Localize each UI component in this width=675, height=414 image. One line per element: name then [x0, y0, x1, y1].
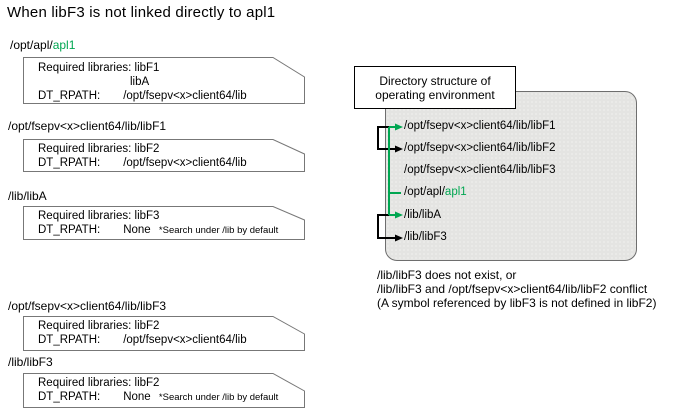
note-body-client-libF3: Required libraries: libF2 DT_RPATH: /opt… — [23, 316, 305, 351]
note-box-apl1: Required libraries: libF1 libA DT_RPATH:… — [23, 57, 305, 104]
rpath-label: DT_RPATH: — [38, 224, 101, 236]
rpath-line: DT_RPATH: None *Search under /lib by def… — [38, 390, 305, 405]
required-value-1: libF2 — [134, 143, 160, 155]
tree-row-apl1-name: apl1 — [444, 186, 467, 198]
rpath-value: /opt/fsepv<x>client64/lib — [123, 90, 247, 102]
rpath-label: DT_RPATH: — [38, 90, 101, 102]
rpath-label: DT_RPATH: — [38, 157, 101, 169]
note-body-libF1: Required libraries: libF2 DT_RPATH: /opt… — [23, 139, 305, 172]
note-body-apl1: Required libraries: libF1 libA DT_RPATH:… — [23, 57, 305, 104]
arrow-libF1-to-libF2 — [377, 126, 403, 153]
note-body-libA: Required libraries: libF3 DT_RPATH: None… — [23, 206, 305, 240]
rpath-note: *Search under /lib by default — [158, 225, 279, 236]
required-value-1: libF2 — [134, 320, 160, 332]
callout-line1: Directory structure of — [379, 74, 491, 88]
note-box-libA: Required libraries: libF3 DT_RPATH: None… — [23, 206, 305, 240]
required-value-2: libA — [130, 76, 150, 88]
required-line: Required libraries: libF2 — [38, 319, 305, 333]
note-box-lib-libF3: Required libraries: libF2 DT_RPATH: None… — [23, 373, 305, 408]
rpath-note: *Search under /lib by default — [158, 392, 279, 403]
required-value-1: libF3 — [134, 210, 160, 222]
note-body-lib-libF3: Required libraries: libF2 DT_RPATH: None… — [23, 373, 305, 408]
footnote-line2: /lib/libF3 and /opt/fsepv<x>client64/lib… — [377, 282, 648, 296]
required-line-2: libA — [38, 75, 305, 89]
required-label: Required libraries: — [38, 210, 132, 222]
heading-libA: /lib/libA — [8, 189, 47, 203]
rpath-value: None — [123, 391, 151, 403]
required-label: Required libraries: — [38, 143, 132, 155]
note-shape — [23, 316, 305, 351]
tree-row-libF2: /opt/fsepv<x>client64/lib/libF2 — [404, 142, 556, 154]
required-line: Required libraries: libF2 — [38, 376, 305, 390]
rpath-value: None — [123, 224, 151, 236]
tree-row-libF3: /opt/fsepv<x>client64/lib/libF3 — [404, 164, 556, 176]
note-shape — [23, 139, 305, 172]
required-value-1: libF2 — [134, 377, 160, 389]
rpath-label: DT_RPATH: — [38, 334, 101, 346]
required-label: Required libraries: — [38, 320, 132, 332]
tree-row-libF1: /opt/fsepv<x>client64/lib/libF1 — [404, 120, 556, 132]
arrow-apl1-links — [388, 123, 403, 219]
tree-row-lib-libF3: /lib/libF3 — [404, 231, 447, 243]
heading-libF1: /opt/fsepv<x>client64/lib/libF1 — [8, 119, 167, 133]
tree-row-libA: /lib/libA — [404, 209, 442, 221]
callout-line2: operating environment — [375, 88, 495, 102]
tree-row-apl1: /opt/apl/apl1 — [404, 186, 467, 198]
required-line: Required libraries: libF2 — [38, 142, 305, 156]
note-shape — [23, 373, 305, 408]
tree-row-apl1-prefix: /opt/apl/ — [404, 186, 445, 198]
directory-structure-callout: Directory structure of operating environ… — [354, 66, 516, 109]
environment-panel — [385, 91, 637, 261]
rpath-line: DT_RPATH: None *Search under /lib by def… — [38, 223, 305, 238]
required-label: Required libraries: — [38, 62, 132, 74]
dependency-arrows-graphic — [377, 123, 403, 242]
heading-client-libF3: /opt/fsepv<x>client64/lib/libF3 — [8, 299, 167, 313]
required-label: Required libraries: — [38, 377, 132, 389]
rpath-line: DT_RPATH: /opt/fsepv<x>client64/lib — [38, 89, 305, 103]
page-title: When libF3 is not linked directly to apl… — [7, 4, 276, 21]
rpath-value: /opt/fsepv<x>client64/lib — [123, 157, 247, 169]
note-shape — [23, 206, 305, 240]
required-line: Required libraries: libF1 — [38, 61, 305, 75]
heading-apl1: /opt/apl/apl1 — [10, 38, 75, 52]
note-shape — [23, 57, 305, 104]
required-line: Required libraries: libF3 — [38, 209, 305, 223]
arrow-libA-to-libF3 — [377, 214, 403, 242]
rpath-line: DT_RPATH: /opt/fsepv<x>client64/lib — [38, 333, 305, 347]
required-value-1: libF1 — [134, 62, 160, 74]
note-box-libF1: Required libraries: libF2 DT_RPATH: /opt… — [23, 139, 305, 172]
footnote-line1: /lib/libF3 does not exist, or — [377, 268, 517, 282]
heading-lib-libF3: /lib/libF3 — [8, 355, 53, 369]
note-box-client-libF3: Required libraries: libF2 DT_RPATH: /opt… — [23, 316, 305, 351]
footnote-line3: (A symbol referenced by libF3 is not def… — [377, 296, 657, 310]
rpath-value: /opt/fsepv<x>client64/lib — [123, 334, 247, 346]
heading-apl1-prefix: /opt/apl/ — [10, 38, 53, 52]
rpath-line: DT_RPATH: /opt/fsepv<x>client64/lib — [38, 156, 305, 170]
heading-apl1-name: apl1 — [52, 38, 76, 52]
rpath-label: DT_RPATH: — [38, 391, 101, 403]
